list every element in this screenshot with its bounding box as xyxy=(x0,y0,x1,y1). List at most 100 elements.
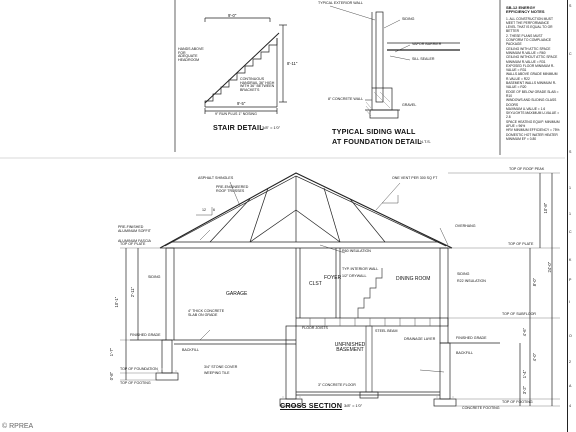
title-block-char: K xyxy=(569,258,572,262)
label-top-of-subfloor: TOP OF SUBFLOOR xyxy=(502,312,537,316)
label-footing: CONCRETE FOOTING xyxy=(462,406,500,410)
cross-section-scale: 3/8" = 1'0" xyxy=(344,403,363,408)
label-backfill-left: BACKFILL xyxy=(182,348,199,352)
label-weeping-tile: WEEPING TILE xyxy=(204,371,230,375)
room-garage: GARAGE xyxy=(226,291,248,297)
label-garage-slab: 4" THICK CONCRETE SLAB ON GRADE xyxy=(188,309,225,317)
siding-detail-scale: N.T.S. xyxy=(420,139,431,144)
stair-dim-side: 8'-11" xyxy=(287,61,298,66)
energy-note-line: EXPOSED FLOOR MINIMUM R-VALUE = R31 xyxy=(506,63,555,73)
room-basement: UNFINISHED BASEMENT xyxy=(334,342,366,353)
title-block-char: C xyxy=(569,230,572,234)
title-block-char: P xyxy=(569,278,572,282)
stair-detail-scale: 3/8" = 1'0" xyxy=(262,125,281,130)
stair-detail-title: STAIR DETAIL xyxy=(213,123,264,132)
title-block-char: 1 xyxy=(569,212,571,216)
label-finished-grade-left: FINISHED GRADE xyxy=(130,333,161,337)
label-top-of-plate-left: TOP OF PLATE xyxy=(120,242,146,246)
label-siding-right: SIDING xyxy=(457,272,470,276)
title-block-char: I xyxy=(569,300,570,304)
siding-label-siding: SIDING xyxy=(402,17,415,21)
label-fascia: ALUMINUM FASCIA xyxy=(118,239,151,243)
label-vent: ONE VENT PER 300 SQ FT xyxy=(392,176,438,180)
title-block-char: C xyxy=(569,52,572,56)
energy-note-line: MAXIMUM U-VALUE = 1.6 xyxy=(506,106,546,111)
label-shingles: ASPHALT SHINGLES xyxy=(198,176,234,180)
dim-sub-c: 0'-8" xyxy=(109,371,115,381)
label-backfill-right: BACKFILL xyxy=(456,351,473,355)
energy-note-line: BASEMENT WALLS MINIMUM R-VALUE = R20 xyxy=(506,81,557,90)
label-wall-ins: R22 INSULATION xyxy=(457,279,486,283)
siding-label-wall: TYPICAL EXTERIOR WALL xyxy=(318,1,363,5)
label-siding-left: SIDING xyxy=(148,275,161,279)
energy-notes-title: SB-12 ENERGY EFFICIENCY NOTES xyxy=(506,5,545,15)
label-overhang: OVERHANG xyxy=(455,224,476,228)
label-pitch-rise: 6 xyxy=(213,208,215,212)
stair-linework xyxy=(204,17,287,114)
energy-note-line: WINDOWS AND SLIDING GLASS DOORS xyxy=(506,98,557,107)
dim-sub-d: 4'-6" xyxy=(522,327,528,337)
label-ceiling-ins: R60 INSULATION xyxy=(342,249,371,253)
dim-sub-a: 1'-4" xyxy=(522,369,528,379)
siding-label-concrete: 8" CONCRETE WALL xyxy=(328,97,364,101)
label-interior-wall: TYP. INTERIOR WALL xyxy=(342,267,379,271)
label-top-of-footing-left: TOP OF FOOTING xyxy=(120,381,151,385)
label-pitch: 12 xyxy=(202,208,206,212)
dim-left-inner: 2'-11" xyxy=(130,286,136,298)
energy-note-line: EDGE OF BELOW GRADE SLAB = R10 xyxy=(506,89,559,98)
label-top-of-plate: TOP OF PLATE xyxy=(508,242,534,246)
title-block-char: A xyxy=(569,384,572,388)
label-drainage: DRAINAGE LAYER xyxy=(404,337,436,341)
dim-basement-height: 4'-0" xyxy=(532,352,538,362)
stair-note-handrail: CONTINUOUS HANDRAIL 36" HIGH WITH 36" BE… xyxy=(240,77,275,92)
stair-note-run: 9" RUN PLUS 1" NOSING xyxy=(215,112,257,116)
label-top-of-footing-right: TOP OF FOOTING xyxy=(502,400,533,404)
stair-dim-top: 9'-0" xyxy=(228,13,237,18)
label-soffit: PRE-FINISHED ALUMINUM SOFFIT xyxy=(118,225,151,233)
dim-overall: 24'-0" xyxy=(547,261,553,273)
dim-wall-height: 8'-0" xyxy=(532,277,538,287)
energy-note-line: CEILING WITHOUT ATTIC SPACE MINIMUM R-VA… xyxy=(506,55,558,64)
label-top-of-roof: TOP OF ROOF PEAK xyxy=(509,167,545,171)
energy-notes: SB-12 ENERGY EFFICIENCY NOTES 1. ALL CON… xyxy=(506,5,560,141)
room-dining: DINING ROOM xyxy=(396,276,431,282)
label-basement-slab: 3" CONCRETE FLOOR xyxy=(318,383,356,387)
dim-sub-e: 3'-2" xyxy=(522,385,528,395)
title-block-char: S xyxy=(569,150,572,154)
watermark: © RPREA xyxy=(2,423,34,430)
label-drywall: 1/2" DRYWALL xyxy=(342,274,367,278)
energy-note-line: SPACE HEATING EQUIP. MINIMUM AFUE = 96% xyxy=(506,119,560,129)
energy-note-line: CEILING WITH ATTIC SPACE MINIMUM R-VALUE… xyxy=(506,46,551,55)
dim-roof-height: 10'-8" xyxy=(543,202,549,214)
energy-note-line: WALLS ABOVE GRADE MINIMUM R-VALUE = R22 xyxy=(506,72,558,81)
label-finished-grade-right: FINISHED GRADE xyxy=(456,336,487,340)
dim-sub-b: 1'-7" xyxy=(109,347,115,357)
label-stone: 3/4" STONE COVER xyxy=(204,365,238,369)
energy-note-line: 2. THESE PLANS MUST CONFORM TO COMPLIANC… xyxy=(506,33,552,47)
cross-section-title: CROSS SECTION xyxy=(280,401,343,410)
dim-left-wall: 10'-1" xyxy=(114,296,120,308)
title-block-rail: S C S 1 1 C K P I O 2 A 4 xyxy=(567,0,576,432)
title-block-char: 1 xyxy=(569,186,571,190)
siding-label-sill: SILL SEALER xyxy=(412,57,435,61)
label-truss: PRE-ENGINEERED ROOF TRUSSES xyxy=(216,185,249,193)
siding-detail-title-2: AT FOUNDATION DETAIL xyxy=(332,137,422,146)
siding-label-gravel: GRAVEL xyxy=(402,103,417,107)
title-block-char: S xyxy=(569,4,572,8)
room-foyer: FOYER xyxy=(324,275,342,281)
siding-label-vapor: VAPOR BARRIER xyxy=(412,42,442,46)
siding-detail-title-1: TYPICAL SIDING WALL xyxy=(332,127,416,136)
room-closet: CLST xyxy=(309,281,322,287)
siding-linework xyxy=(329,5,460,119)
title-block-char: 2 xyxy=(569,360,571,364)
energy-note-line: 1. ALL CONSTRUCTION MUST MEET THE PERFOR… xyxy=(506,16,553,34)
energy-note-line: DOMESTIC HOT WATER HEATER MINIMUM EF = 0… xyxy=(506,132,558,141)
label-top-of-foundation: TOP OF FOUNDATION xyxy=(120,367,158,371)
energy-note-line: SKYLIGHTS MAXIMUM U-VALUE = 2.8 xyxy=(506,111,560,120)
title-block-char: 4 xyxy=(569,404,571,408)
cross-section-linework xyxy=(120,172,560,407)
stair-dim-run: 9'-5" xyxy=(237,101,246,106)
label-floor-joists: FLOOR JOISTS xyxy=(302,326,328,330)
